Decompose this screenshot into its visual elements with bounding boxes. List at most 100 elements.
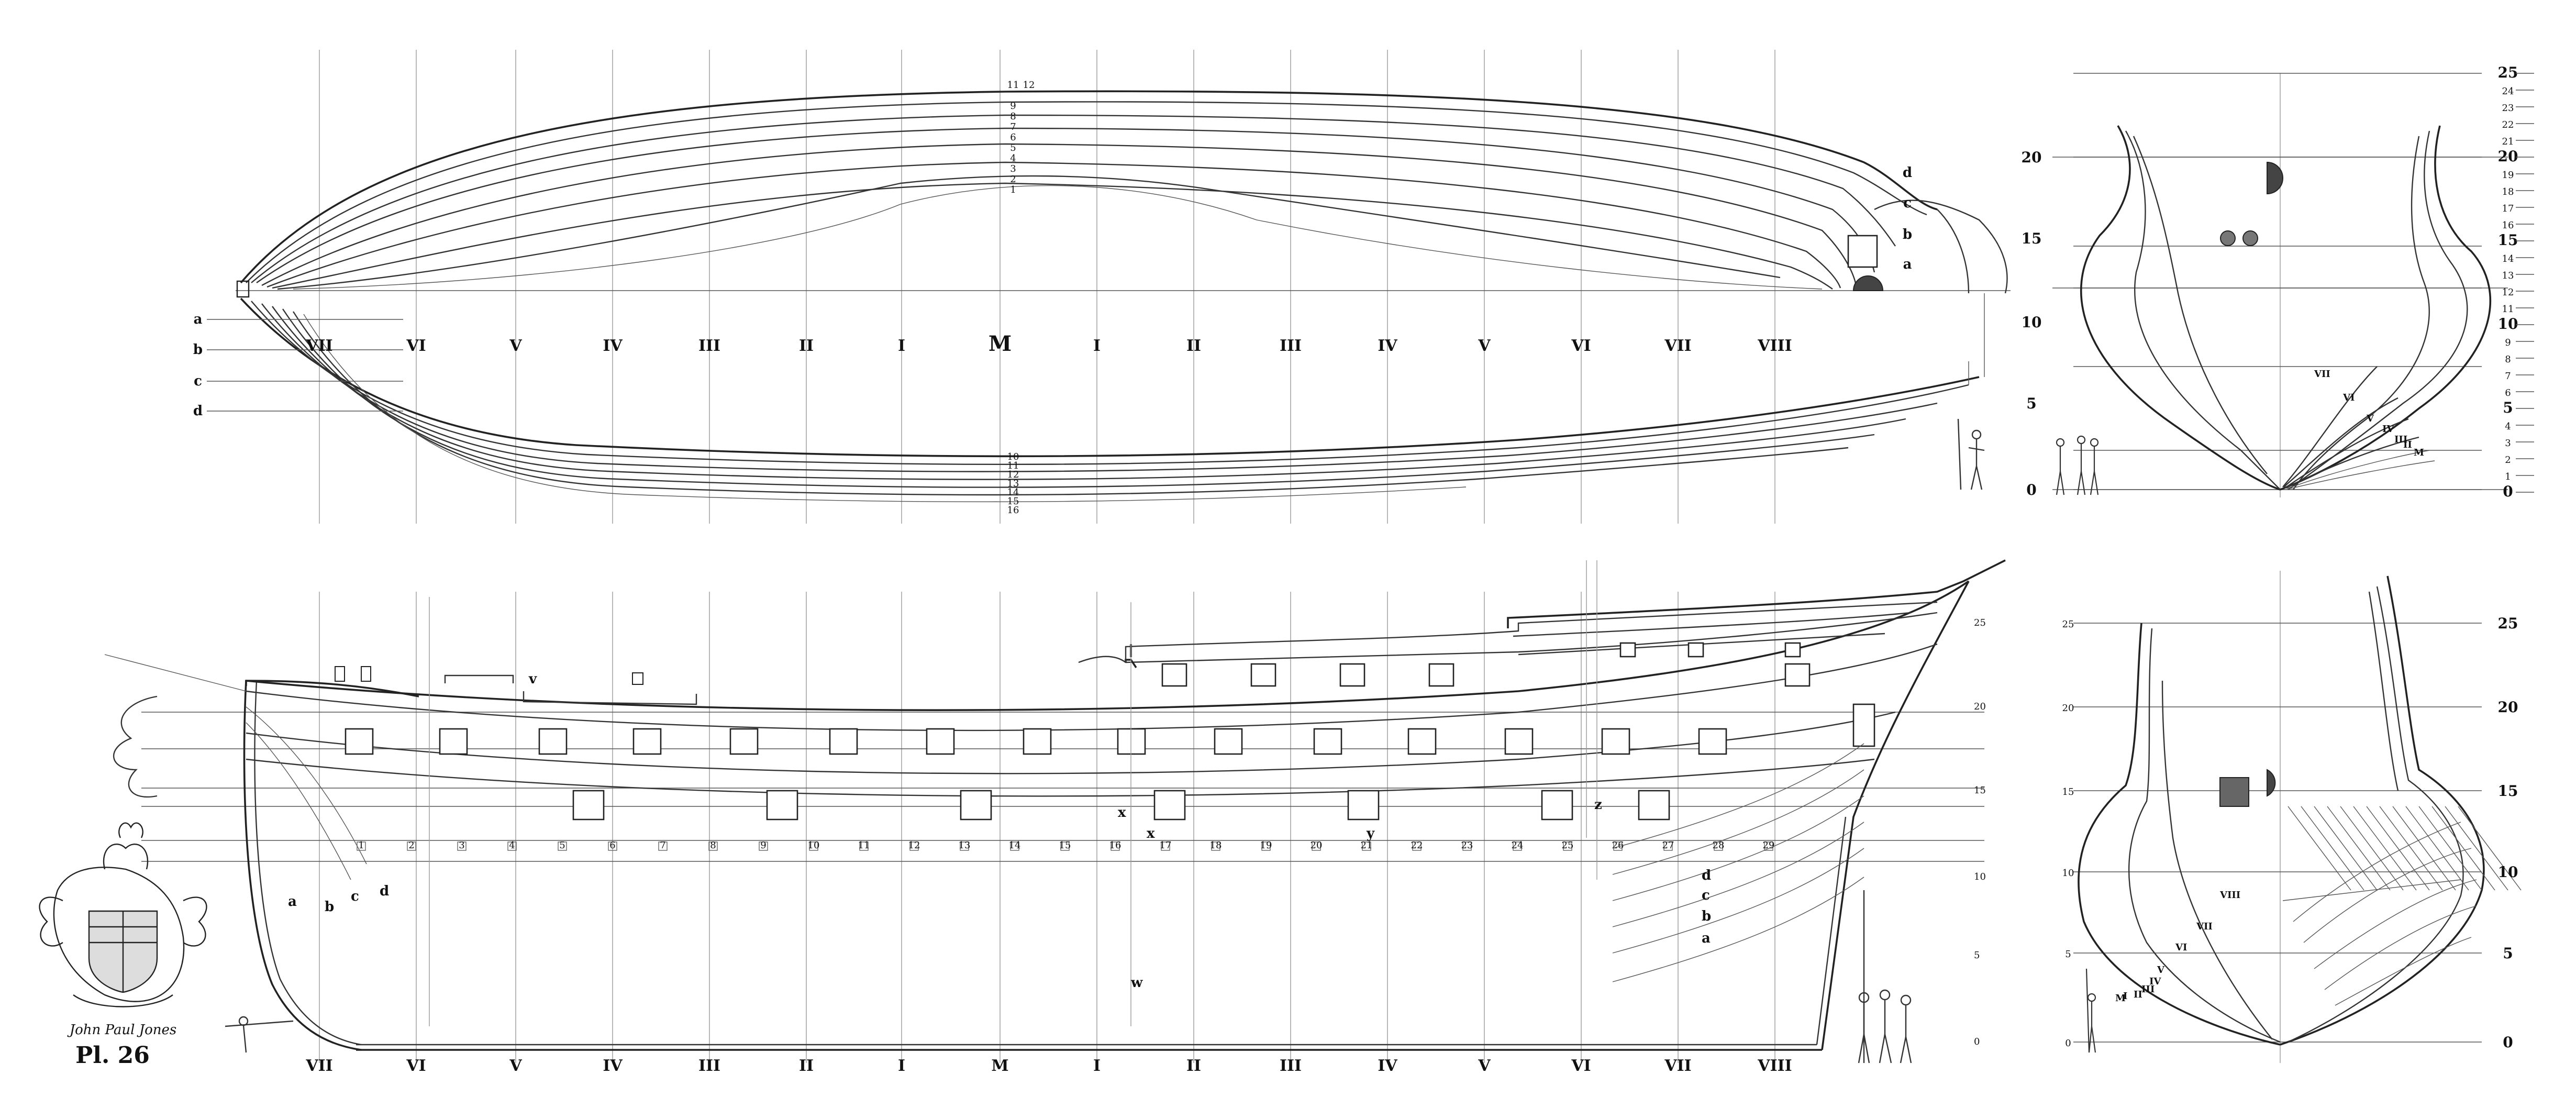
half-breadth-number: 8 [1010,111,1016,122]
sheer-station-label: V [509,1057,522,1075]
sheer-port-number: 25 [1562,840,1574,851]
sheer-port-number-box [859,841,869,851]
sheer-gun-port [1504,728,1534,755]
sheer-scale-label: 10 [1974,871,1986,882]
sheer-gun-port [766,790,798,821]
sheer-gun-port [632,728,662,755]
half-breadth-number: 11 [1007,460,1019,471]
sheer-bow-waterline [1612,769,1864,875]
sheer-port-number: 26 [1612,840,1624,851]
sheer-stern-line-label: b [325,899,334,915]
body-plan-top-scale-label: 25 [2498,64,2518,81]
sheer-port-number: 22 [1411,840,1423,851]
body-plan-bottom-hatching [2288,806,2522,891]
half-breadth-number: 13 [1007,478,1019,489]
half-breadth-waterline-label: c [194,373,202,389]
sheer-port-number-box [1261,841,1271,851]
sheer-station-label: M [991,1057,1008,1075]
sheer-gun-port [1541,790,1573,821]
body-plan-top-section-label: VII [2314,369,2330,380]
half-breadth-station-label: VIII [1757,337,1792,355]
sheer-scale-label: 25 [1974,617,1986,628]
sheer-quarterdeck-port [1250,663,1276,687]
sheer-scale-label: 5 [1974,950,1980,961]
sheer-upper-gun-ports [345,728,1727,755]
sheer-port-number: 2 [408,840,414,851]
sheer-station-label: VI [406,1057,426,1075]
body-plan-bottom-hatch-line [2379,806,2443,891]
half-breadth-right-label: c [1903,195,1912,211]
sheer-bow-line-label: d [1702,868,1711,883]
body-plan-bottom-scale-label: 10 [2062,868,2074,879]
body-plan-bottom-section-label: VII [2196,921,2213,932]
sheer-section-marker: v [528,671,537,687]
sheer-stern-line-label: d [380,883,389,899]
sheer-bow-waterline [1612,795,1864,901]
body-plan-bottom-hatch-line [2340,806,2404,891]
body-plan-bottom-scale-label: 0 [2065,1038,2071,1049]
body-plan-top-scale-label: 19 [2502,170,2514,181]
sheer-port-number-box [909,841,919,851]
sheer-port-number-box [1663,841,1673,851]
scale-figure-bottom-body [2085,968,2096,1053]
sheer-lower-gun-ports [572,790,1670,821]
body-plan-bottom-scale-label: 15 [2498,782,2518,800]
half-breadth-number: 11 [1007,80,1019,91]
body-plan-top-scale-label: 15 [2022,230,2042,247]
half-breadth-station-label: II [799,337,814,355]
sheer-station-label: VII [305,1057,332,1075]
sheer-port-number-box [558,841,567,851]
half-breadth-number: 15 [1007,496,1019,507]
plate-label: Pl. 26 [75,1042,150,1069]
sheer-port-number-box [1563,841,1572,851]
half-breadth-number: 12 [1023,80,1035,91]
sheer-section-marker: x [1147,826,1155,841]
half-breadth-number: 9 [1010,101,1016,112]
sheer-port-number-box [1513,841,1522,851]
sheer-port-number: 14 [1009,840,1021,851]
sheer-port-number: 7 [660,840,665,851]
sheer-stern-post [243,680,362,1051]
sheer-gun-port [345,728,374,755]
body-plan-bottom-hatch-line [2301,806,2364,891]
signature: John Paul Jones [67,1022,177,1038]
sheer-bow-waterlines [1612,743,1864,982]
sheer-port-number: 19 [1260,840,1272,851]
body-plan-bottom-scale-label: 25 [2498,615,2518,632]
body-plan-top-scale-label: 16 [2502,220,2514,231]
body-plan-bottom-section-label: III [2141,984,2155,995]
sheer-port-number: 27 [1662,840,1674,851]
sheer-station-label: III [1280,1057,1302,1075]
sheer-port-number: 24 [1512,840,1524,851]
body-plan-bottom-scale-label: 5 [2503,945,2513,962]
body-plan-bottom-section-label: IV [2149,976,2161,987]
sheer-gun-port [829,728,858,755]
sheer-port-number-box [407,841,416,851]
sheer-station-label: VIII [1757,1057,1792,1075]
body-plan-bottom-hatch-line [2431,806,2495,891]
body-plan-bottom-hatch-line [2418,806,2482,891]
sheer-port-number-box [1412,841,1422,851]
sheer-scale-label: 15 [1974,785,1986,796]
sheer-quarterdeck-port [1619,642,1636,658]
body-plan-bottom-scale-label: 10 [2498,863,2518,881]
half-breadth-hatch [1847,235,1878,268]
sheer-port-number: 11 [858,840,870,851]
sheer-station-label: IV [1378,1057,1397,1075]
half-breadth-station-label: III [698,337,720,355]
scale-figures-body-plan [2056,435,2099,495]
body-plan-top-scale-label: 3 [2505,438,2511,449]
sheer-quarterdeck-port [1852,703,1875,747]
sheer-gun-port [1698,728,1727,755]
sheer-station-label: I [1093,1057,1101,1075]
half-breadth-waterline-label: d [193,403,203,419]
